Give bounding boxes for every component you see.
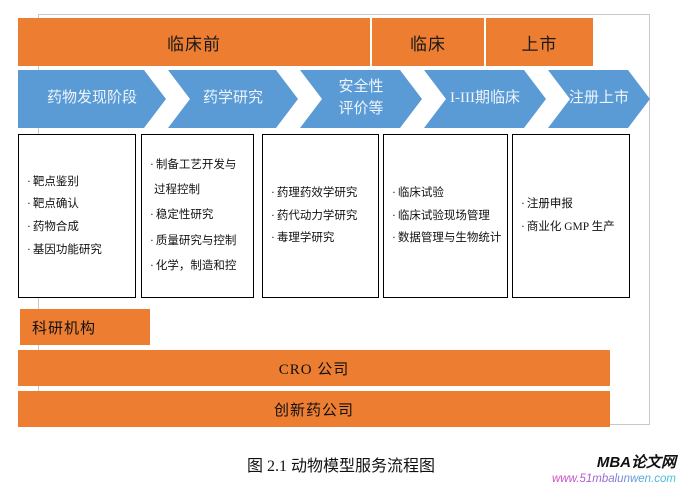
stage-chevron-clinical-phases: I-III期临床 bbox=[424, 70, 546, 128]
list-item: ·靶点确认 bbox=[27, 198, 79, 211]
list-item: ·制备工艺开发与 bbox=[150, 158, 237, 171]
bullet-icon: · bbox=[150, 259, 154, 272]
watermark-title: MBA论文网 bbox=[596, 454, 676, 471]
figure-caption: 图 2.1 动物模型服务流程图 bbox=[246, 458, 435, 475]
bullet-icon: · bbox=[392, 209, 396, 222]
watermark: MBA论文网 www.51mbalunwen.com bbox=[536, 455, 676, 485]
phase-clinical-label: 临床 bbox=[410, 34, 446, 54]
stage-chevron-registration: 注册上市 bbox=[548, 70, 650, 128]
actor-label-innovative-pharma: 创新药公司 bbox=[273, 402, 354, 419]
list-item: ·质量研究与控制 bbox=[150, 234, 237, 247]
bullet-icon: · bbox=[392, 232, 396, 245]
stage-chevron-safety: 安全性 评价等 bbox=[300, 70, 422, 128]
list-item: ·临床试验 bbox=[392, 187, 444, 200]
list-item: ·基因功能研究 bbox=[27, 243, 102, 256]
list-item: ·药代动力学研究 bbox=[271, 209, 358, 222]
actor-bar-research-institute: 科研机构 bbox=[20, 309, 150, 345]
stage-label-pharmaceutics: 药学研究 bbox=[202, 90, 263, 107]
detail-box-pharmacology: ·药理药效学研究 ·药代动力学研究 ·毒理学研究 bbox=[262, 134, 379, 298]
actor-label-research-institute: 科研机构 bbox=[32, 320, 97, 337]
stage-label-safety: 安全性 评价等 bbox=[338, 79, 384, 117]
bullet-icon: · bbox=[271, 209, 275, 222]
list-item: ·商业化 GMP 生产 bbox=[521, 221, 615, 233]
list-item: ·稳定性研究 bbox=[150, 209, 214, 222]
bullet-icon: · bbox=[521, 198, 525, 211]
bullet-icon: · bbox=[521, 221, 525, 233]
stage-chevron-band: 药物发现阶段 药学研究 安全性 评价等 I-III期临床 注册上市 bbox=[18, 70, 650, 128]
bullet-icon: · bbox=[150, 158, 154, 171]
phase-preclinical: 临床前 bbox=[18, 18, 370, 66]
phase-market: 上市 bbox=[486, 18, 593, 66]
list-item: ·药物合成 bbox=[27, 221, 79, 233]
bullet-icon: · bbox=[271, 187, 275, 200]
bullet-icon: · bbox=[271, 232, 275, 245]
watermark-url: www.51mbalunwen.com bbox=[536, 473, 676, 485]
bullet-icon: · bbox=[27, 243, 31, 256]
detail-box-pharmaceutics: ·制备工艺开发与 过程控制 ·稳定性研究 ·质量研究与控制 ·化学，制造和控 bbox=[141, 134, 254, 298]
stage-label-drug-discovery: 药物发现阶段 bbox=[46, 90, 137, 107]
bullet-icon: · bbox=[150, 234, 154, 247]
phase-clinical: 临床 bbox=[372, 18, 484, 66]
list-item: ·注册申报 bbox=[521, 198, 573, 211]
bullet-icon: · bbox=[27, 221, 31, 233]
list-item: ·毒理学研究 bbox=[271, 232, 335, 245]
actor-bar-innovative-pharma: 创新药公司 bbox=[18, 391, 610, 427]
detail-box-registration: ·注册申报 ·商业化 GMP 生产 bbox=[512, 134, 630, 298]
list-item: ·数据管理与生物统计 bbox=[392, 232, 502, 245]
phase-preclinical-label: 临床前 bbox=[167, 34, 221, 54]
actor-bar-cro: CRO 公司 bbox=[18, 350, 610, 386]
stage-label-registration: 注册上市 bbox=[568, 90, 629, 107]
detail-boxes-row: ·靶点鉴别 ·靶点确认 ·药物合成 ·基因功能研究 ·制备工艺开发与 过程控制 … bbox=[18, 134, 630, 298]
list-item: 过程控制 bbox=[154, 184, 200, 197]
stage-label-clinical-phases: I-III期临床 bbox=[450, 90, 520, 107]
list-item: ·靶点鉴别 bbox=[27, 175, 79, 188]
actor-label-cro: CRO 公司 bbox=[278, 361, 350, 378]
stage-chevron-drug-discovery: 药物发现阶段 bbox=[18, 70, 166, 128]
phase-market-label: 上市 bbox=[521, 34, 558, 54]
bullet-icon: · bbox=[392, 187, 396, 200]
list-item: ·药理药效学研究 bbox=[271, 187, 358, 200]
detail-box-clinical: ·临床试验 ·临床试验现场管理 ·数据管理与生物统计 bbox=[383, 134, 508, 298]
list-item: ·化学，制造和控 bbox=[150, 259, 237, 272]
bullet-icon: · bbox=[150, 209, 154, 222]
phase-header-row: 临床前 临床 上市 bbox=[18, 18, 593, 66]
list-item: ·临床试验现场管理 bbox=[392, 209, 490, 222]
stage-chevron-pharmaceutics: 药学研究 bbox=[168, 70, 298, 128]
detail-box-drug-discovery: ·靶点鉴别 ·靶点确认 ·药物合成 ·基因功能研究 bbox=[18, 134, 136, 298]
bullet-icon: · bbox=[27, 198, 31, 211]
bullet-icon: · bbox=[27, 175, 31, 188]
